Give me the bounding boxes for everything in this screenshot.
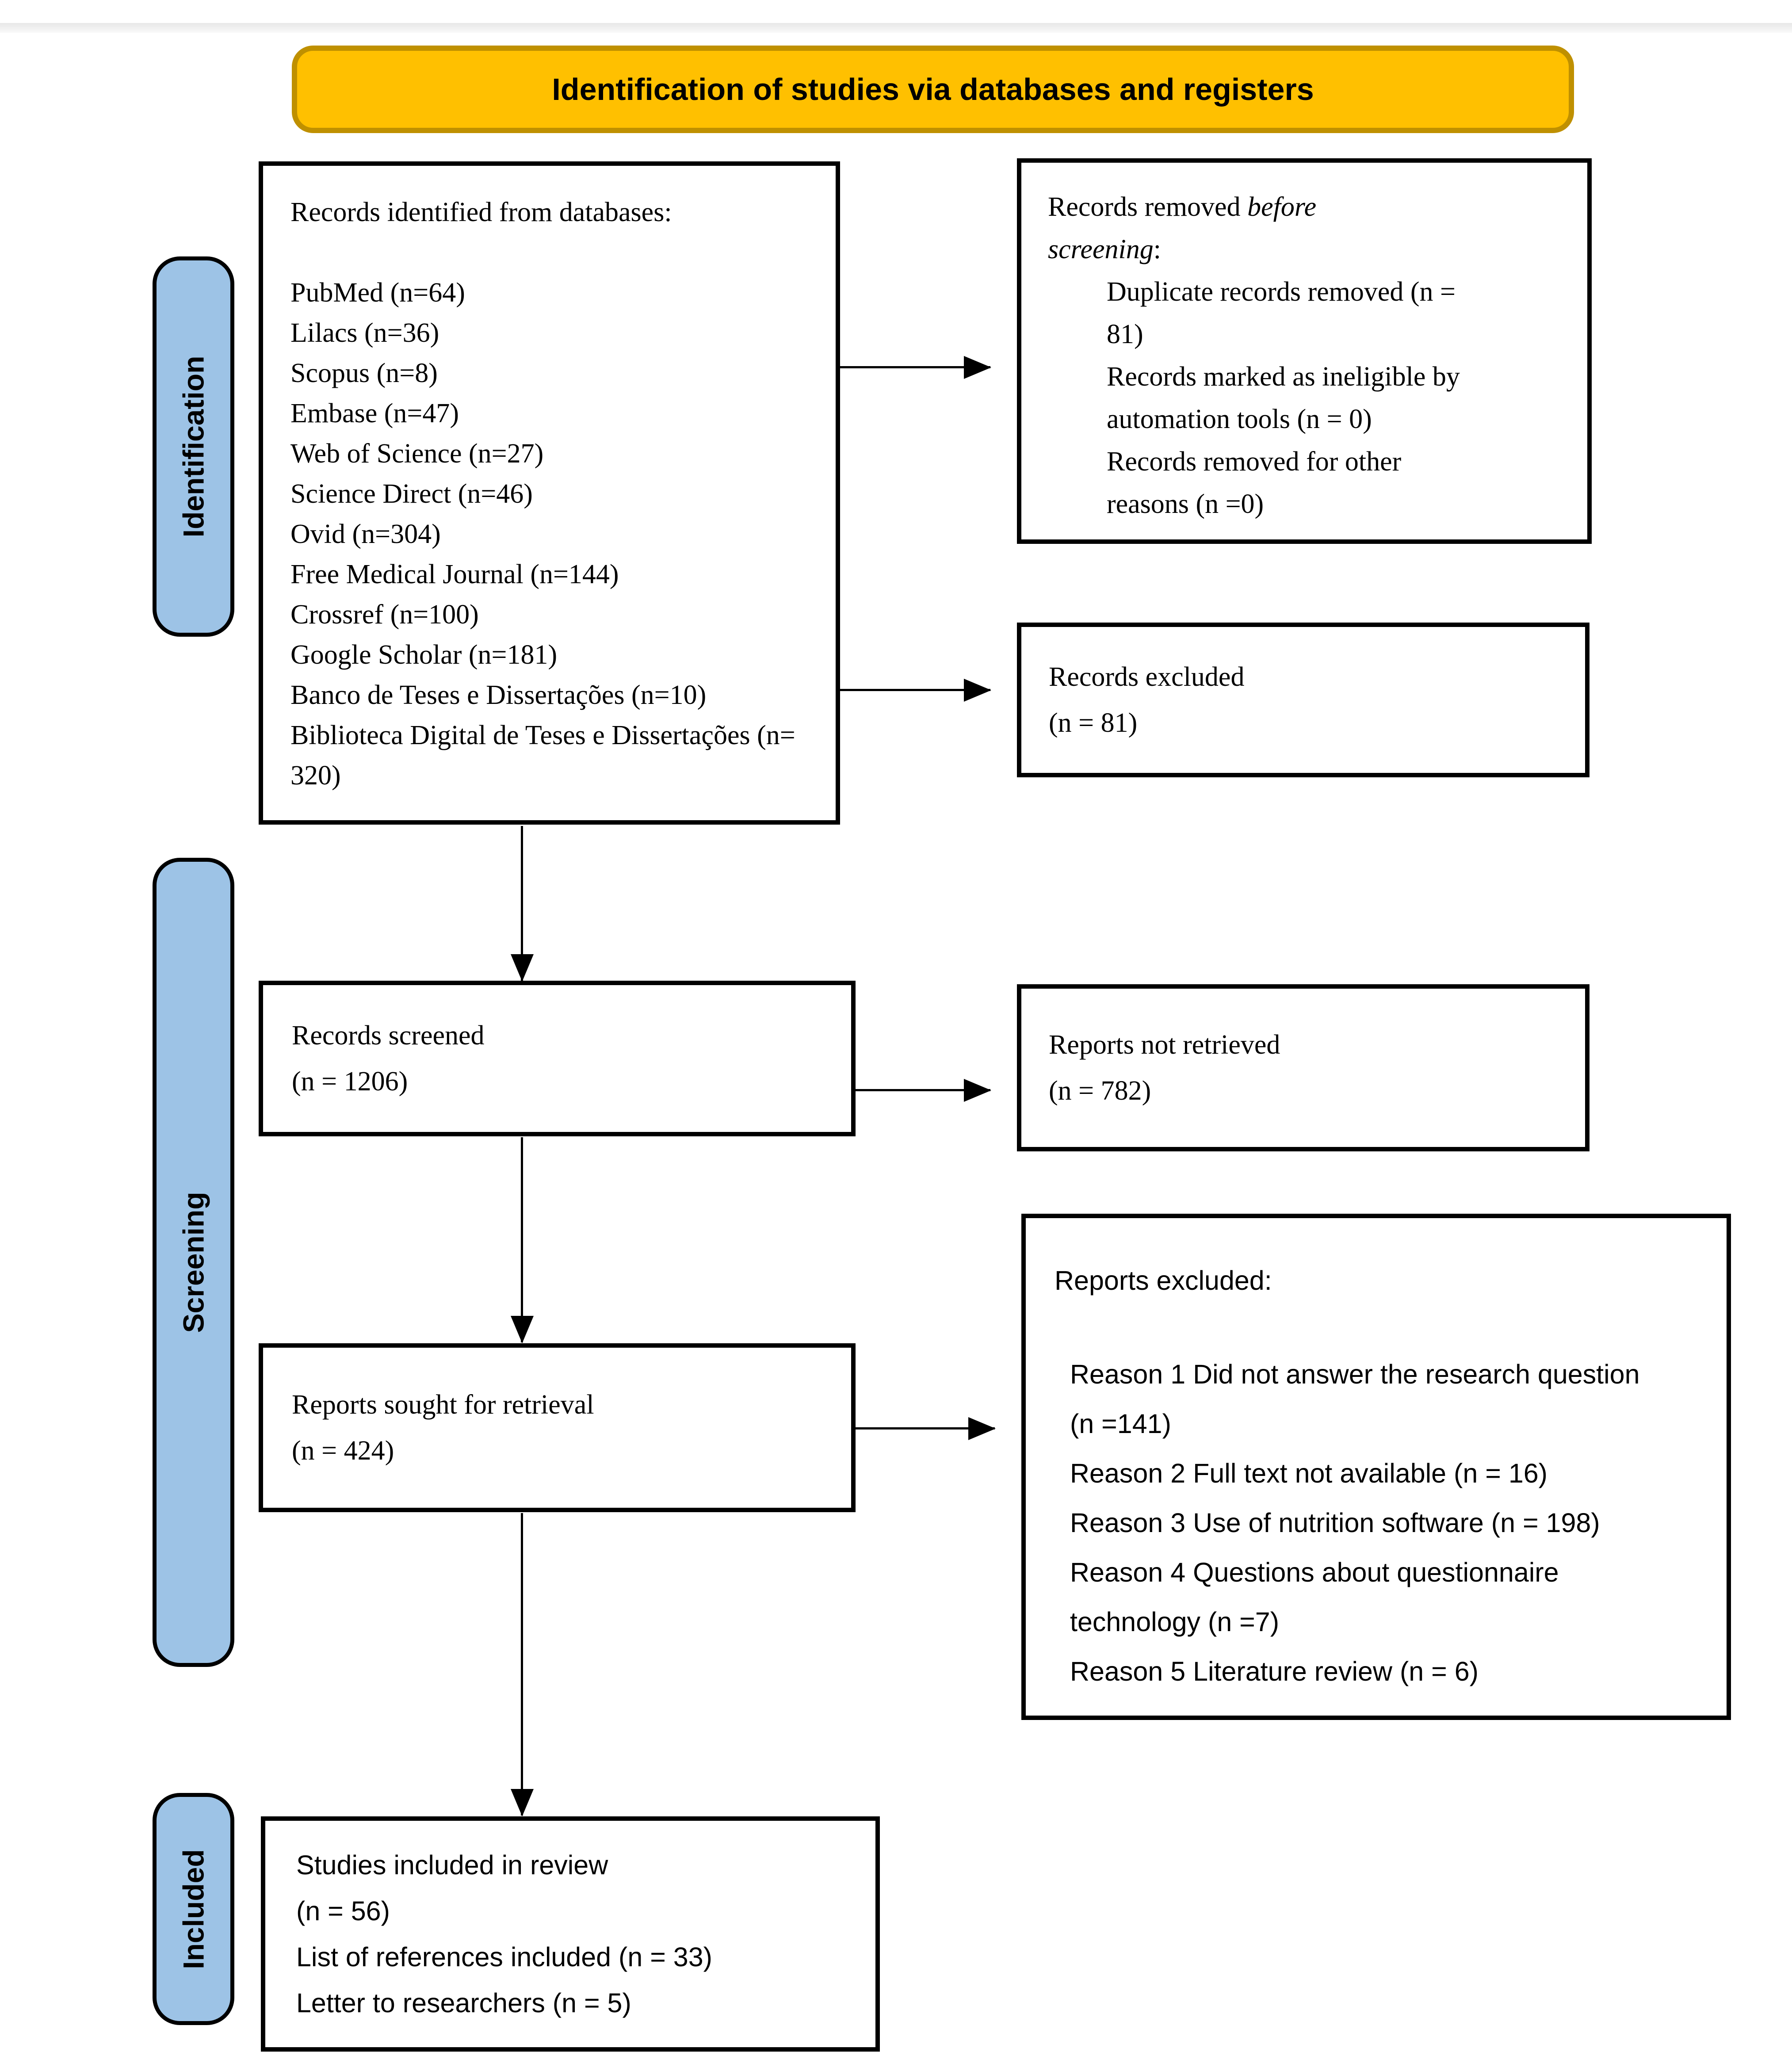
studies-included-lines: Studies included in review (n = 56) List o… xyxy=(296,1842,875,2026)
studies-included-line: (n = 56) xyxy=(296,1896,390,1926)
box-records-identified: Records identified from databases: PubMe… xyxy=(259,161,840,825)
database-list-item: Science Direct (n=46) xyxy=(290,479,533,509)
database-list-item: Lilacs (n=36) xyxy=(290,318,439,348)
reports-not-retrieved-line1: Reports not retrieved xyxy=(1049,1030,1280,1060)
records-excluded-line2: (n = 81) xyxy=(1049,708,1138,738)
records-removed-item: Records removed for other reasons (n =0) xyxy=(1107,447,1402,519)
reports-not-retrieved-line2: (n = 782) xyxy=(1049,1076,1151,1106)
arrow-sought-to-included xyxy=(521,1513,523,1815)
stage-label-included: Included xyxy=(153,1793,234,2025)
database-list-item: Web of Science (n=27) xyxy=(290,439,544,469)
stage-label-screening: Screening xyxy=(153,858,234,1667)
database-list-item: Free Medical Journal (n=144) xyxy=(290,559,619,589)
records-removed-heading-italic: before screening xyxy=(1048,192,1317,264)
arrow-sought-to-reports-excluded xyxy=(856,1427,995,1429)
exclusion-reason-item: Reason 2 Full text not available (n = 16… xyxy=(1070,1458,1547,1488)
studies-included-line: Studies included in review xyxy=(296,1850,608,1880)
database-list-item: Ovid (n=304) xyxy=(290,519,441,549)
records-screened-line2: (n = 1206) xyxy=(292,1066,408,1097)
reports-sought-line2: (n = 424) xyxy=(292,1436,394,1466)
box-records-excluded: Records excluded (n = 81) xyxy=(1017,623,1589,777)
records-removed-heading-prefix: Records removed xyxy=(1048,192,1248,222)
spacer xyxy=(1055,1305,1700,1349)
arrow-identified-to-excluded xyxy=(840,689,990,691)
exclusion-reason-item: Reason 4 Questions about questionnaire t… xyxy=(1070,1557,1559,1637)
records-removed-item: Records marked as ineligible by automati… xyxy=(1107,362,1460,434)
arrow-identified-to-screened xyxy=(521,826,523,981)
stage-label-screening-text: Screening xyxy=(177,1192,210,1333)
top-divider-strip xyxy=(0,23,1792,33)
box-reports-not-retrieved: Reports not retrieved (n = 782) xyxy=(1017,984,1589,1151)
exclusion-reason-item: Reason 3 Use of nutrition software (n = … xyxy=(1070,1508,1600,1538)
arrow-identified-to-removed xyxy=(840,366,990,368)
box-reports-excluded: Reports excluded: Reason 1 Did not answe… xyxy=(1021,1214,1731,1720)
arrow-screened-to-sought xyxy=(521,1137,523,1342)
box-records-removed: Records removed before screening: Duplic… xyxy=(1017,158,1592,544)
records-excluded-line1: Records excluded xyxy=(1049,662,1245,692)
reports-excluded-heading: Reports excluded: xyxy=(1055,1265,1272,1296)
records-removed-heading: Records removed before screening: xyxy=(1048,186,1357,271)
diagram-title-banner: Identification of studies via databases … xyxy=(292,46,1574,133)
records-screened-line1: Records screened xyxy=(292,1020,485,1051)
stage-label-included-text: Included xyxy=(177,1849,210,1969)
records-removed-heading-suffix: : xyxy=(1153,234,1161,264)
database-list-item: Biblioteca Digital de Teses e Dissertaçõ… xyxy=(290,720,795,791)
exclusion-reason-item: Reason 5 Literature review (n = 6) xyxy=(1070,1656,1479,1686)
stage-label-identification-text: Identification xyxy=(177,355,210,538)
reports-excluded-list: Reason 1 Did not answer the research que… xyxy=(1055,1349,1700,1696)
stage-label-identification: Identification xyxy=(153,256,234,637)
exclusion-reason-item: Reason 1 Did not answer the research que… xyxy=(1070,1359,1640,1439)
diagram-title: Identification of studies via databases … xyxy=(552,72,1314,107)
database-list-item: Crossref (n=100) xyxy=(290,600,479,630)
reports-sought-line1: Reports sought for retrieval xyxy=(292,1390,594,1420)
database-list-item: Scopus (n=8) xyxy=(290,358,438,388)
database-list-item: Google Scholar (n=181) xyxy=(290,640,558,670)
arrow-screened-to-not-retrieved xyxy=(856,1089,990,1091)
box-records-screened: Records screened (n = 1206) xyxy=(259,981,856,1136)
spacer xyxy=(290,233,811,273)
database-list: PubMed (n=64) Lilacs (n=36) Scopus (n=8) Em… xyxy=(290,273,811,796)
records-removed-list: Duplicate records removed (n = 81) Record… xyxy=(1048,271,1565,525)
studies-included-line: List of references included (n = 33) xyxy=(296,1942,712,1972)
database-list-item: Banco de Teses e Dissertações (n=10) xyxy=(290,680,707,710)
box-reports-sought: Reports sought for retrieval (n = 424) xyxy=(259,1343,856,1512)
box-studies-included: Studies included in review (n = 56) List o… xyxy=(261,1816,880,2052)
database-list-item: Embase (n=47) xyxy=(290,398,459,428)
database-list-item: PubMed (n=64) xyxy=(290,278,465,308)
records-removed-item: Duplicate records removed (n = 81) xyxy=(1107,277,1456,349)
records-identified-heading: Records identified from databases: xyxy=(290,197,672,227)
studies-included-line: Letter to researchers (n = 5) xyxy=(296,1988,631,2018)
